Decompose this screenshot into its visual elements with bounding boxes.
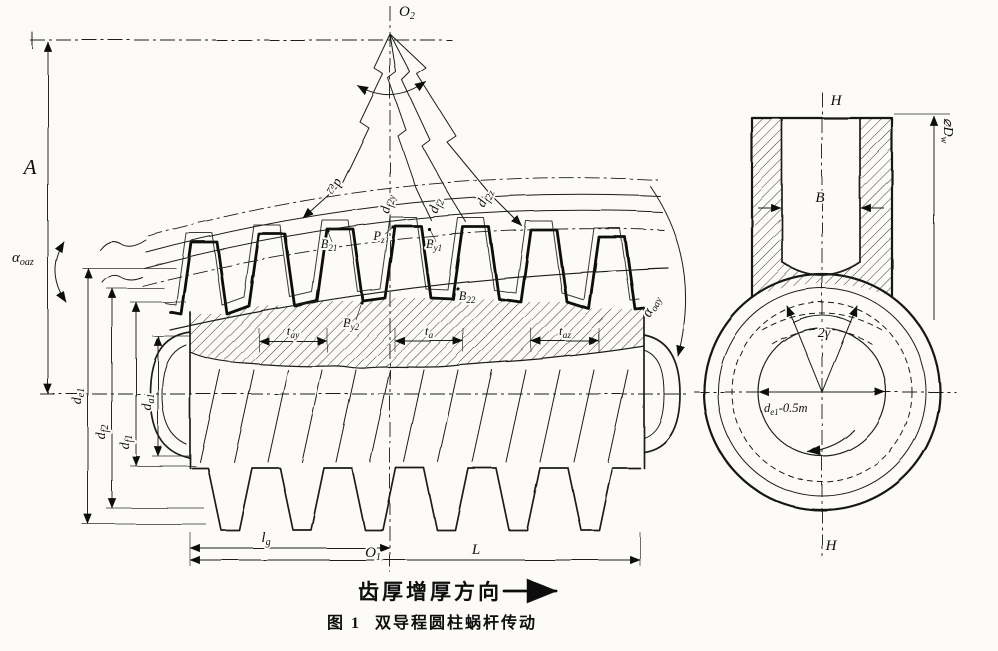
apex-angle-arc	[357, 81, 427, 96]
wheel-arcs	[99, 177, 669, 331]
label-lg: lg	[261, 530, 270, 548]
label-taz: taz	[559, 323, 571, 341]
label-dw: ⌀Dw	[938, 118, 955, 144]
label-by2: By2	[343, 316, 360, 332]
label-tay: tay	[287, 323, 300, 341]
label-df2z: df2z	[474, 186, 498, 210]
wheel-tooth-outline	[164, 216, 640, 306]
pitch-dims	[258, 328, 600, 352]
right-view	[702, 113, 950, 512]
linework	[30, 6, 956, 604]
label-h-bottom: H	[825, 538, 838, 554]
hatch-band	[190, 298, 644, 367]
label-da1: da1	[140, 394, 157, 411]
labels: O2 A de2 df2y df2 df2z αoaz αoay B21 Pz …	[10, 2, 957, 632]
diameter-dims	[82, 267, 206, 525]
wheel-circles	[702, 272, 942, 512]
label-2gamma: 2γ	[818, 326, 831, 341]
break-squiggle	[99, 239, 147, 251]
thread-flank-lines	[199, 369, 629, 463]
left-view	[43, 33, 687, 566]
dim-dw	[894, 113, 950, 320]
label-h-top: H	[830, 93, 843, 109]
alpha-oay-arc	[649, 185, 687, 357]
label-by1: By1	[426, 237, 442, 253]
rotation-arrow	[807, 429, 855, 456]
break-line	[189, 345, 645, 369]
label-throat: de1-0.5m	[764, 401, 808, 417]
label-df1: df1	[118, 435, 135, 450]
alpha-oaz-arc	[54, 241, 67, 303]
label-ta: ta	[425, 323, 434, 341]
label-alpha-oaz: αoaz	[12, 250, 34, 268]
label-b21: B21	[321, 237, 338, 253]
mesh-points	[326, 225, 464, 321]
label-de1: de1	[70, 388, 87, 404]
bottom-thread-teeth	[191, 467, 641, 531]
note-text: 齿厚增厚方向	[358, 580, 502, 604]
label-o2: O2	[399, 4, 415, 22]
label-b-width: B	[815, 190, 824, 206]
radial-lines	[302, 33, 523, 227]
label-l: L	[471, 542, 480, 558]
label-o1: O1	[365, 545, 381, 563]
centerlines	[30, 6, 956, 572]
rim-angle	[786, 305, 858, 393]
label-pz: Pz	[372, 229, 385, 245]
label-df2-dim: df2	[94, 425, 111, 440]
break-squiggle	[101, 274, 143, 283]
rim-section-outline	[750, 116, 894, 299]
label-a: A	[22, 155, 37, 179]
worm-thread-profile	[168, 224, 646, 316]
label-b22: B22	[459, 289, 476, 305]
label-de2: de2	[324, 175, 346, 197]
length-dims	[189, 532, 641, 566]
label-df2y: df2y	[378, 193, 398, 215]
